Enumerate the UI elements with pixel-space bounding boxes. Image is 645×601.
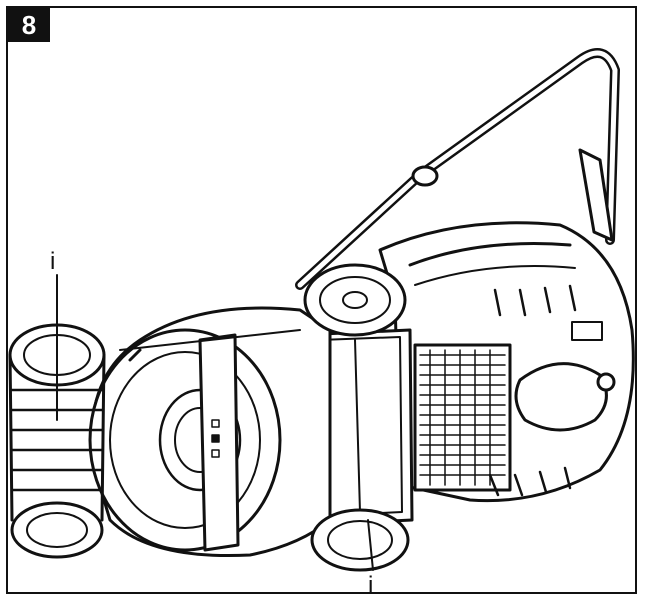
handle-icon bbox=[295, 48, 620, 290]
wheel-icon bbox=[10, 501, 104, 559]
motor-housing bbox=[378, 221, 635, 503]
figure-number: 8 bbox=[21, 9, 37, 40]
callout-label-bottom: i bbox=[368, 572, 374, 599]
wheel-icon bbox=[303, 263, 407, 337]
wheel-icon bbox=[310, 508, 410, 572]
mower-deck bbox=[88, 306, 332, 558]
callout-leader-bottom bbox=[367, 519, 374, 571]
callout-label-top: i bbox=[50, 248, 56, 275]
figure-number-badge: 8 bbox=[8, 8, 50, 42]
